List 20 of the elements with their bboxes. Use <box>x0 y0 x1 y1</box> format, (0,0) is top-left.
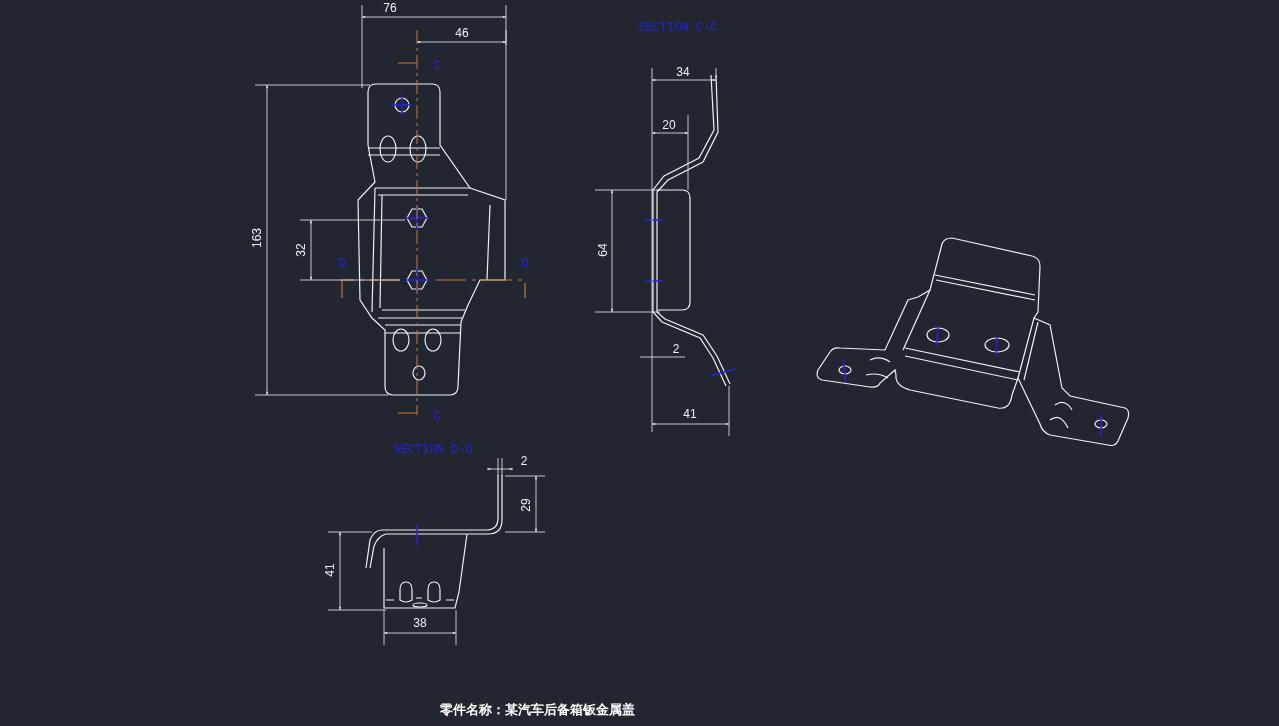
dimension-label: 2 <box>672 343 680 355</box>
dimension-label: 76 <box>383 2 397 14</box>
dimension-label: 20 <box>662 119 676 131</box>
dimension-label: 41 <box>683 408 697 420</box>
dimension-label: 34 <box>676 66 690 78</box>
dimension-label: 46 <box>455 27 469 39</box>
dimension-label: 38 <box>413 617 427 629</box>
dimension-label: 41 <box>324 563 336 577</box>
section-mark: C <box>433 410 441 422</box>
section-title: SECTION D-D <box>393 444 473 456</box>
section-mark: D <box>521 258 529 270</box>
part-name-text: 零件名称：某汽车后备箱钣金属盖 <box>439 702 635 716</box>
section-mark: D <box>338 258 346 270</box>
dimension-label: 32 <box>295 243 307 257</box>
dimension-label: 29 <box>520 498 532 512</box>
dimension-label: 163 <box>251 228 263 248</box>
dimension-label: 2 <box>520 455 528 467</box>
section-title: SECTION C-C <box>638 22 718 34</box>
dimension-label: 64 <box>597 243 609 257</box>
section-mark: C <box>433 60 441 72</box>
